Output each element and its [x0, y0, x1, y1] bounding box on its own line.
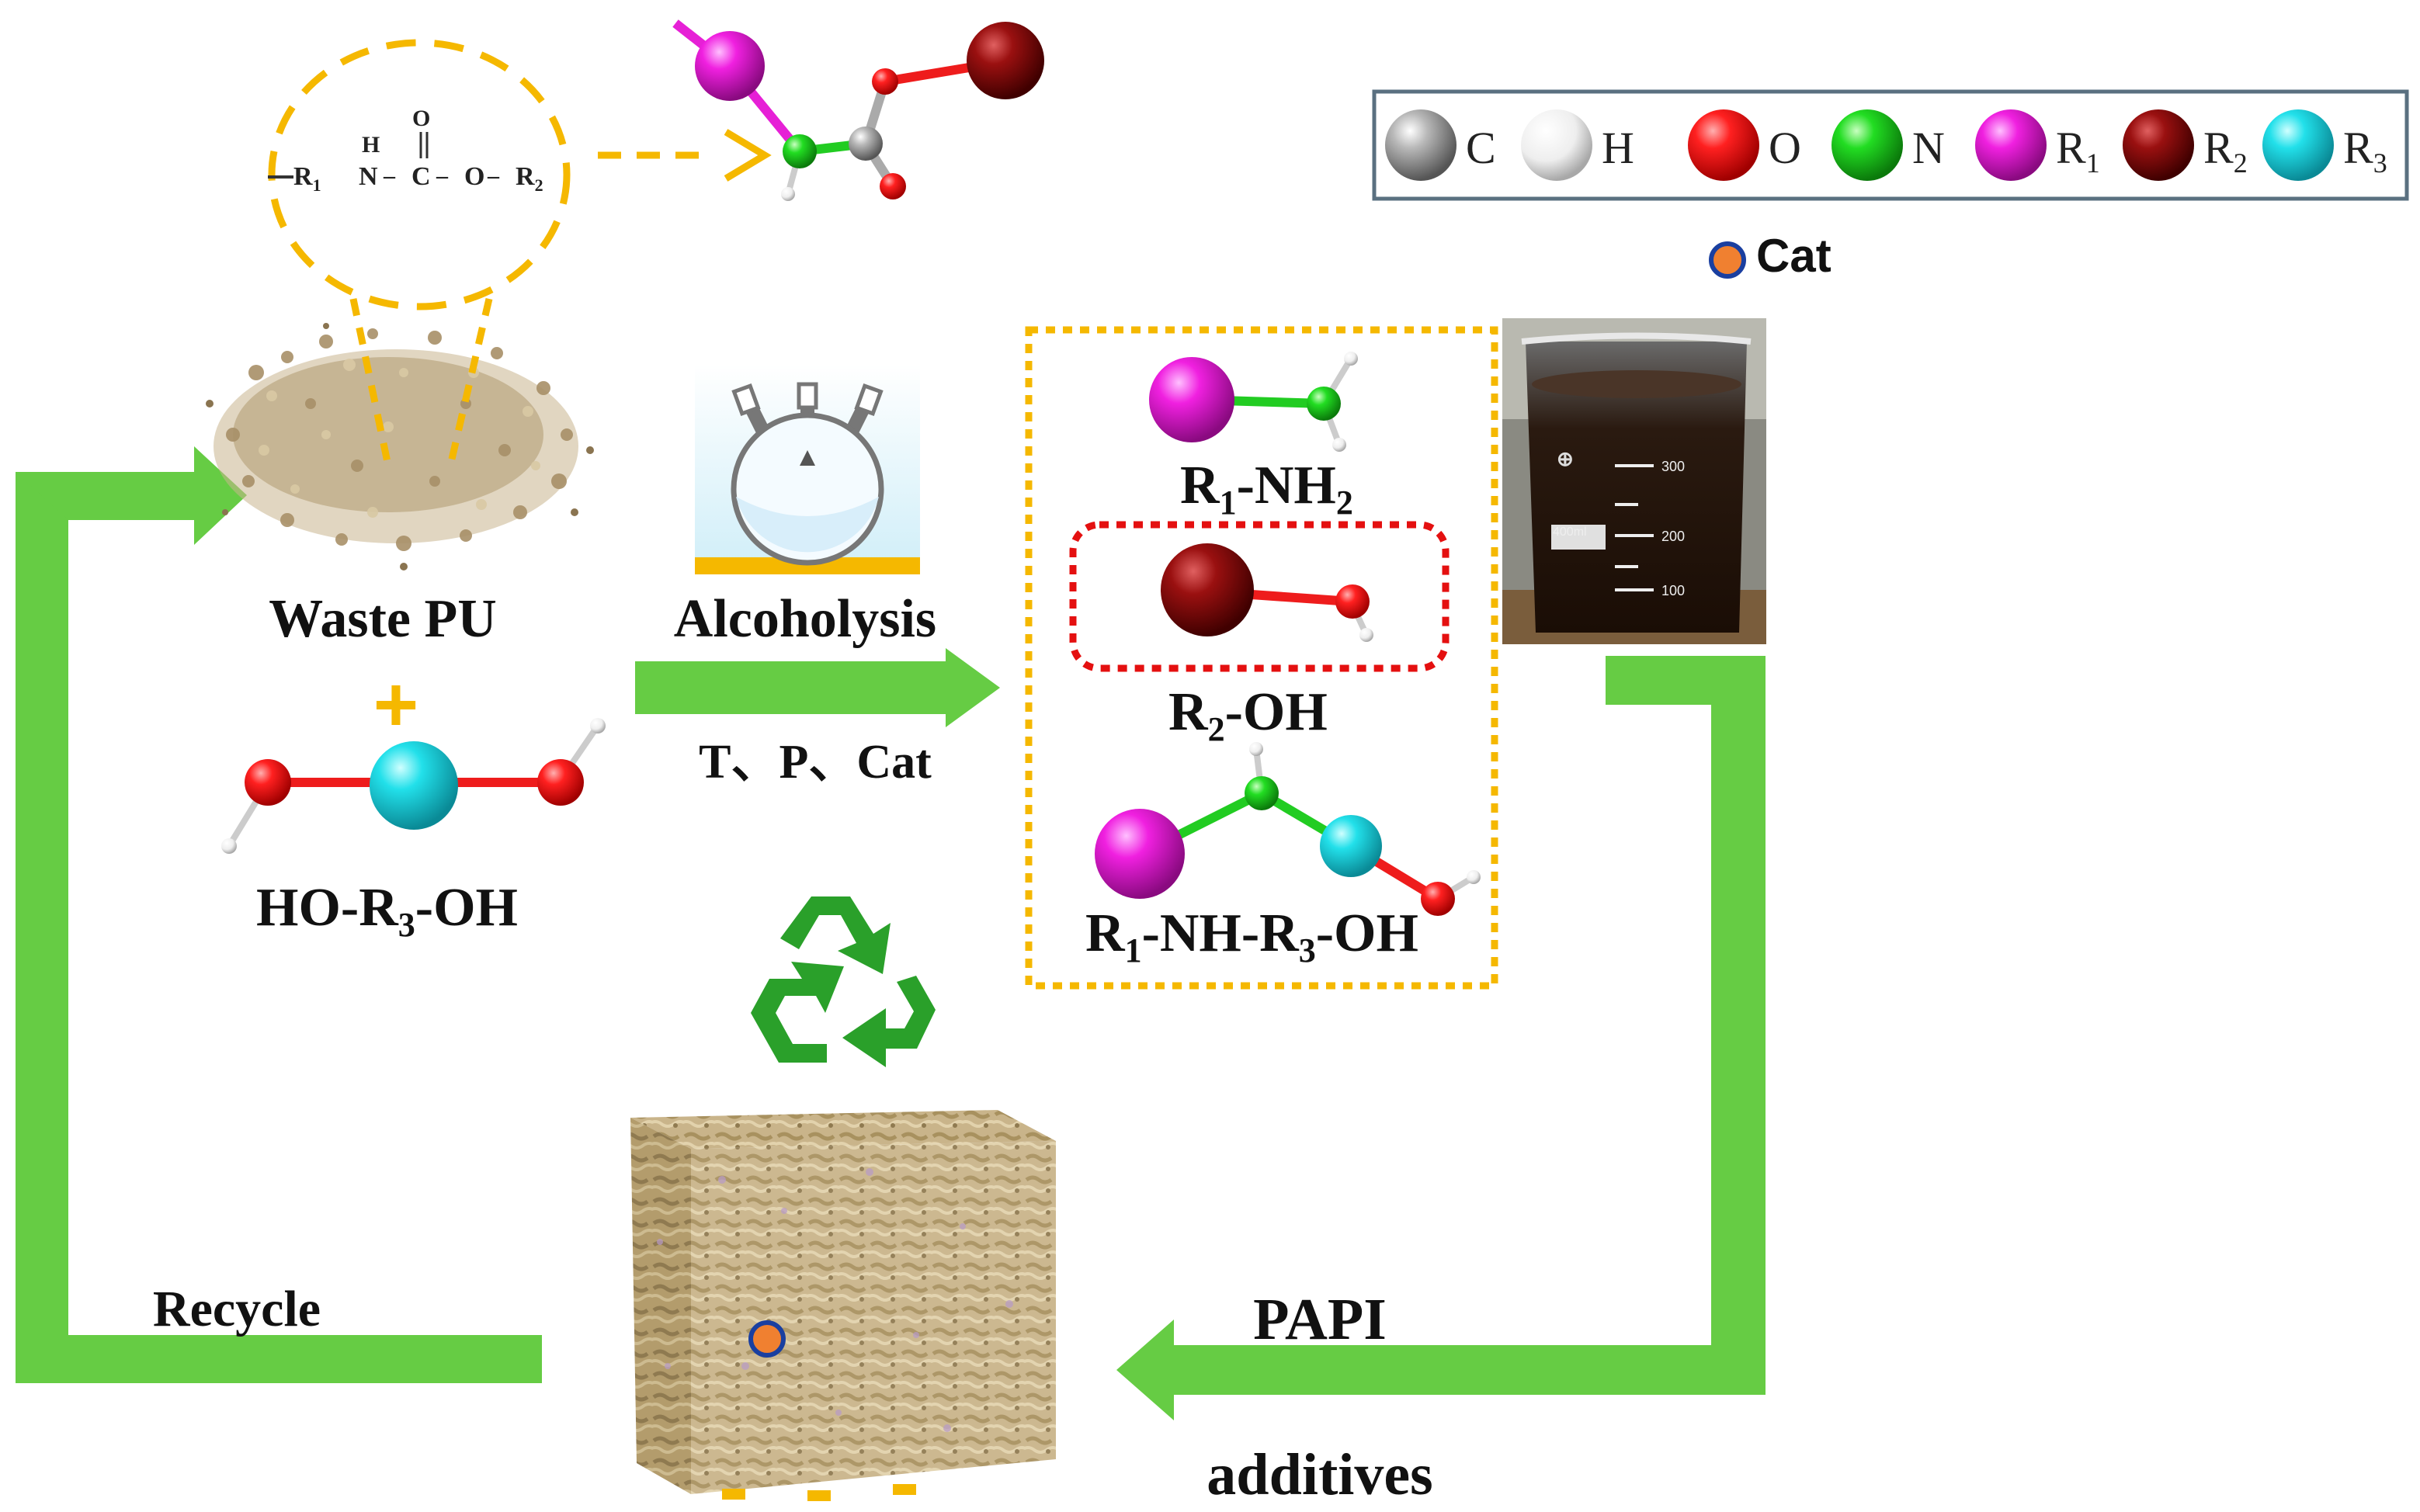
urethane-c: C	[411, 162, 431, 191]
amine-ball-model	[1149, 352, 1358, 452]
waste-pu-label: Waste PU	[269, 589, 497, 649]
legend-label-3: N	[1912, 123, 1945, 173]
three-neck-flask-icon	[695, 365, 920, 574]
beaker-size: 400ml	[1553, 525, 1587, 539]
beaker-photo: 300 200 100 400ml ⊕	[1502, 318, 1766, 644]
catalyst-in-foam-icon	[748, 1320, 786, 1358]
diol-ball-model	[221, 718, 606, 854]
plus-sign: +	[373, 661, 418, 748]
alcoholysis-label: Alcoholysis	[674, 589, 936, 649]
diol-label: HO-R3-OH	[256, 878, 518, 944]
urethane-dash1: –	[383, 163, 396, 189]
recycle-icon	[751, 896, 936, 1067]
amino-alcohol-label: R1-NH-R3-OH	[1085, 903, 1418, 969]
foam-cube	[630, 1110, 1056, 1501]
urethane-carbonyl-o: O	[412, 106, 430, 131]
legend-swatch-2	[1688, 109, 1759, 181]
urethane-ball-model	[672, 19, 1044, 201]
recycle-loop-arrow	[16, 446, 542, 1383]
legend-label-2: O	[1769, 123, 1801, 173]
catalyst-icon	[1709, 241, 1746, 279]
legend-label-0: C	[1466, 123, 1496, 173]
beaker-mark-100: 100	[1661, 583, 1685, 598]
legend-swatch-0	[1385, 109, 1457, 181]
alcoholysis-arrow	[635, 648, 1000, 727]
legend-swatch-1	[1521, 109, 1592, 181]
beaker-logo-icon: ⊕	[1557, 447, 1574, 470]
catalyst-legend: Cat	[1709, 230, 1831, 282]
legend-label-6: R3	[2343, 123, 2387, 179]
conditions-label: T、P、Cat	[699, 736, 932, 789]
urethane-r1: R1	[293, 162, 321, 195]
urethane-dash2: –	[436, 163, 449, 189]
urethane-n: N	[359, 162, 378, 191]
beaker-mark-200: 200	[1661, 529, 1685, 544]
urethane-h: H	[362, 132, 380, 158]
atom-legend: C H O N R1 R2 R3	[1372, 89, 2409, 201]
additives-label: additives	[1207, 1442, 1432, 1507]
alcohol-ball-model	[1161, 543, 1373, 642]
legend-label-1: H	[1602, 123, 1634, 173]
urethane-linkage-zoom: R1 H N – O C – O – R2	[268, 39, 772, 467]
amino-alcohol-ball-model	[1095, 742, 1481, 916]
amine-label: R1-NH2	[1180, 456, 1353, 522]
legend-swatch-3	[1831, 109, 1903, 181]
products-box	[1025, 326, 1498, 990]
alcohol-label: R2-OH	[1168, 682, 1328, 748]
urethane-r2: R2	[516, 162, 543, 195]
recycle-label: Recycle	[153, 1281, 321, 1337]
urethane-dash3: –	[487, 163, 500, 189]
legend-swatch-5	[2123, 109, 2194, 181]
papi-label: PAPI	[1253, 1287, 1387, 1352]
papi-arrow	[1116, 656, 1766, 1420]
catalyst-label: Cat	[1756, 230, 1831, 282]
legend-swatch-4	[1975, 109, 2047, 181]
beaker-mark-300: 300	[1661, 459, 1685, 474]
urethane-o: O	[464, 162, 484, 191]
legend-label-5: R2	[2203, 123, 2248, 179]
waste-pu-powder	[206, 323, 594, 570]
legend-swatch-6	[2262, 109, 2334, 181]
legend-label-4: R1	[2056, 123, 2100, 179]
